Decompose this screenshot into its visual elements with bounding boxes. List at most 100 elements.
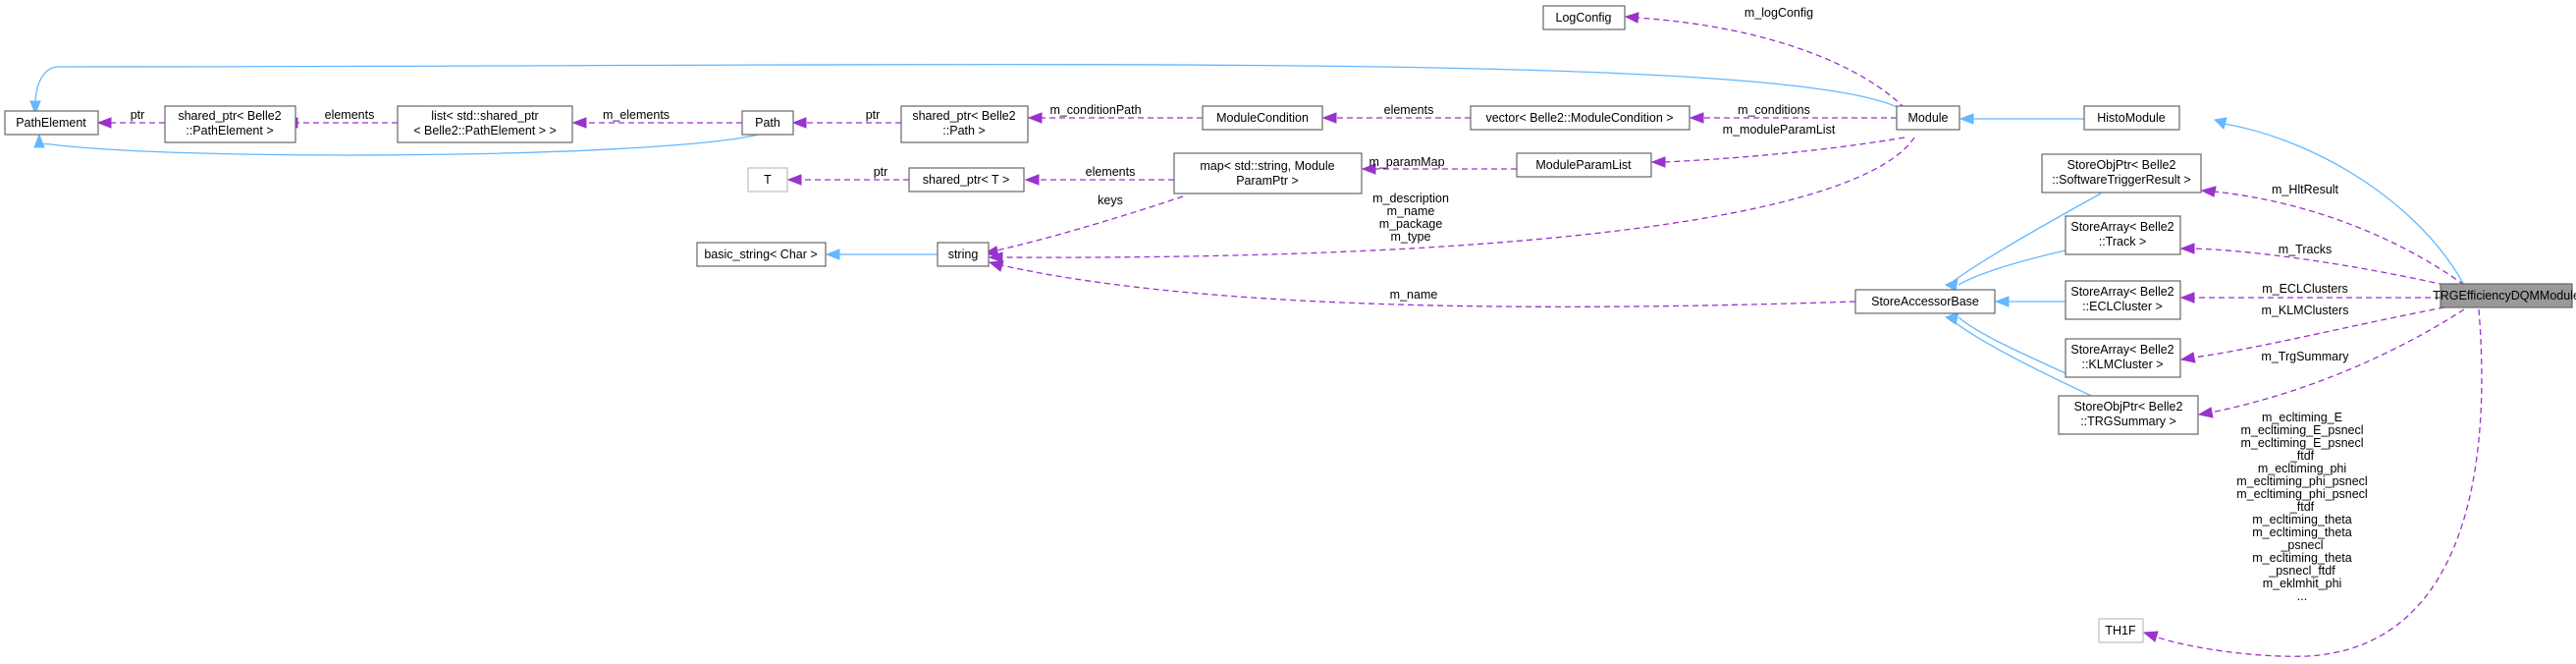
node-string[interactable]: string [937, 242, 990, 267]
svg-text:PathElement: PathElement [16, 116, 86, 130]
arrowhead-inherit [1944, 311, 1959, 325]
edge-label-m-hltresult: m_HltResult [2272, 183, 2339, 196]
th1f-member: m_ecltiming_E_psnecl [2240, 423, 2363, 437]
arrowhead-usage [2197, 407, 2214, 418]
arrowhead-inherit [1944, 278, 1959, 292]
arrowhead-inherit [825, 249, 840, 260]
edge-label-elements: elements [1384, 103, 1434, 117]
node-vector-modulecondition[interactable]: vector< Belle2::ModuleCondition > [1470, 105, 1690, 131]
edge-m-trgsummary [2210, 308, 2465, 414]
arrowhead-usage [988, 260, 1004, 272]
arrowhead-usage [786, 174, 802, 186]
arrowhead-inherit [33, 133, 45, 148]
node-shared-ptr-pathelement[interactable]: shared_ptr< Belle2 ::PathElement > [164, 105, 296, 143]
arrowhead-usage [1361, 163, 1376, 175]
edge-label-m-conditionpath: m_conditionPath [1049, 103, 1141, 117]
arrowhead-usage [1624, 12, 1639, 24]
node-t[interactable]: T [747, 167, 788, 193]
node-storearray-track[interactable]: StoreArray< Belle2 ::Track > [2065, 215, 2181, 255]
node-trgefficiencydqmmodule[interactable]: TRGEfficiencyDQMModule [2433, 283, 2576, 308]
node-list-shared-ptr[interactable]: list< std::shared_ptr < Belle2::PathElem… [397, 105, 573, 143]
edge-label-m-eclclusters: m_ECLClusters [2262, 282, 2348, 296]
edge-sa-klm-inherits-sab [1958, 316, 2066, 374]
svg-text:vector< Belle2::ModuleConditio: vector< Belle2::ModuleCondition > [1485, 111, 1673, 125]
edge-m-hltresult [2213, 191, 2465, 286]
svg-text:shared_ptr< Belle2: shared_ptr< Belle2 [912, 109, 1015, 123]
node-shared-ptr-t[interactable]: shared_ptr< T > [908, 167, 1025, 193]
edge-label-m-trgsummary: m_TrgSummary [2261, 350, 2349, 363]
svg-text:T: T [764, 173, 772, 187]
arrowhead-inherit [29, 100, 41, 116]
svg-text:StoreArray< Belle2: StoreArray< Belle2 [2070, 285, 2174, 299]
svg-text:ParamPtr >: ParamPtr > [1236, 174, 1299, 188]
edge-label-ptr: ptr [131, 108, 145, 122]
arrowhead-usage [2200, 186, 2217, 197]
node-modulecondition[interactable]: ModuleCondition [1202, 105, 1323, 131]
node-moduleparamlist[interactable]: ModuleParamList [1516, 152, 1652, 178]
svg-text:StoreObjPtr< Belle2: StoreObjPtr< Belle2 [2074, 400, 2183, 414]
th1f-member: m_ecltiming_phi [2258, 462, 2346, 475]
edge-label-m-name: m_name [1387, 204, 1435, 218]
svg-text:map< std::string, Module: map< std::string, Module [1200, 159, 1334, 173]
edge-label-m-description: m_description [1372, 192, 1449, 205]
node-path[interactable]: Path [741, 110, 794, 136]
edge-label-m-logconfig: m_logConfig [1744, 6, 1813, 20]
svg-text:TH1F: TH1F [2105, 624, 2136, 637]
edge-m-tracks [2192, 248, 2445, 286]
node-th1f[interactable]: TH1F [2098, 618, 2144, 643]
edge-m-logconfig [1637, 17, 1905, 109]
node-pathelement[interactable]: PathElement [4, 110, 99, 136]
svg-text:Path: Path [755, 116, 780, 130]
th1f-member: _psnecl [2280, 538, 2323, 552]
edge-label-m-conditions: m_conditions [1738, 103, 1810, 117]
node-module[interactable]: Module [1896, 105, 1960, 131]
svg-text:shared_ptr< T >: shared_ptr< T > [923, 173, 1010, 187]
svg-text:StoreArray< Belle2: StoreArray< Belle2 [2070, 343, 2174, 357]
edge-label-th1f-members: m_ecltiming_E m_ecltiming_E_psnecl m_ecl… [2236, 411, 2367, 603]
svg-text:StoreAccessorBase: StoreAccessorBase [1871, 295, 1979, 308]
arrowhead-usage [1027, 112, 1043, 124]
svg-text:::Track >: ::Track > [2099, 235, 2147, 249]
edge-labels: ptr elements m_elements ptr m_conditionP… [131, 6, 2368, 603]
svg-text:::ECLCluster >: ::ECLCluster > [2082, 300, 2163, 313]
node-storeobjptr-trgsummary[interactable]: StoreObjPtr< Belle2 ::TRGSummary > [2058, 395, 2199, 435]
svg-text:::Path >: ::Path > [942, 124, 985, 138]
node-shared-ptr-path[interactable]: shared_ptr< Belle2 ::Path > [900, 105, 1029, 143]
edge-path-inherits-pathelement [40, 132, 767, 156]
node-storeaccessorbase[interactable]: StoreAccessorBase [1854, 289, 1996, 314]
node-storeobjptr-softwaretriggerresult[interactable]: StoreObjPtr< Belle2 ::SoftwareTriggerRes… [2041, 153, 2202, 194]
svg-text:StoreArray< Belle2: StoreArray< Belle2 [2070, 220, 2174, 234]
node-logconfig[interactable]: LogConfig [1542, 5, 1626, 30]
th1f-member: m_ecltiming_theta [2252, 551, 2351, 565]
node-storearray-klmcluster[interactable]: StoreArray< Belle2 ::KLMCluster > [2065, 338, 2181, 378]
edge-label-m-moduleparamlist: m_moduleParamList [1723, 123, 1836, 137]
svg-text:list< std::shared_ptr: list< std::shared_ptr [431, 109, 538, 123]
edge-label-ptr: ptr [866, 108, 881, 122]
edge-label-m-tracks: m_Tracks [2279, 243, 2332, 256]
edge-m-moduleparamlist [1663, 137, 1905, 163]
inheritance-edges [29, 63, 2465, 406]
node-basic-string[interactable]: basic_string< Char > [696, 242, 827, 267]
th1f-member: m_eklmhit_phi [2263, 577, 2342, 590]
th1f-member: m_ecltiming_E_psnecl [2240, 436, 2363, 450]
svg-text:TRGEfficiencyDQMModule: TRGEfficiencyDQMModule [2433, 289, 2576, 303]
usage-edges [96, 12, 2483, 657]
svg-text:shared_ptr< Belle2: shared_ptr< Belle2 [178, 109, 281, 123]
edge-label-m-name: m_name [1390, 288, 1438, 302]
arrowhead-usage [2179, 292, 2195, 304]
svg-text:::TRGSummary >: ::TRGSummary > [2080, 415, 2176, 428]
th1f-member: _ftdf [2289, 500, 2315, 514]
arrowhead-usage [1689, 112, 1704, 124]
arrowhead-usage [1024, 174, 1040, 186]
node-map-moduleparamptr[interactable]: map< std::string, Module ParamPtr > [1173, 152, 1363, 194]
arrowhead-usage [1321, 112, 1337, 124]
edge-module-inherits-pathelement [34, 63, 1905, 112]
th1f-member: m_ecltiming_theta [2252, 513, 2351, 526]
svg-text:::KLMCluster >: ::KLMCluster > [2081, 358, 2163, 371]
node-storearray-eclcluster[interactable]: StoreArray< Belle2 ::ECLCluster > [2065, 280, 2181, 320]
svg-text:LogConfig: LogConfig [1556, 11, 1612, 25]
svg-text:basic_string< Char >: basic_string< Char > [704, 248, 817, 261]
edge-trgeff-inherits-histomodule [2223, 123, 2465, 286]
node-histomodule[interactable]: HistoModule [2083, 105, 2180, 131]
